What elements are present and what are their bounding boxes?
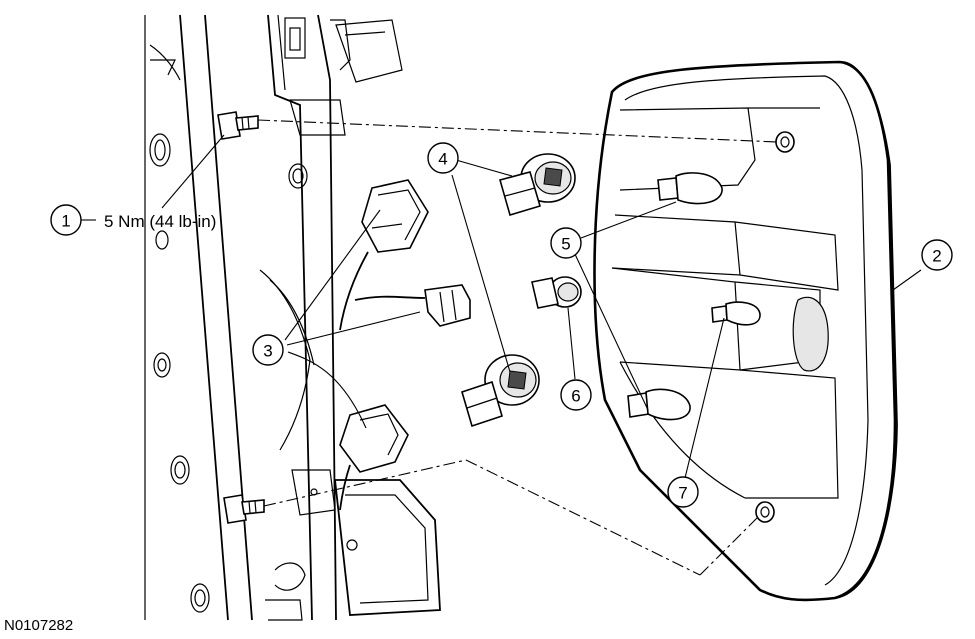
alignment-line-lower-b <box>465 459 701 576</box>
callout-1-torque: 5 Nm (44 lb-in) <box>104 212 216 231</box>
callout-3-number: 3 <box>263 342 272 361</box>
harness-connector-middle <box>354 284 471 327</box>
alignment-line-lower-c <box>699 514 761 576</box>
upper-screw <box>217 111 259 140</box>
callout-4: 4 <box>427 142 459 174</box>
callout-5: 5 <box>550 227 582 259</box>
callout-6: 6 <box>560 379 592 411</box>
bulb-lower <box>627 388 691 421</box>
callout-1-number: 1 <box>61 212 70 231</box>
lower-screw <box>223 494 265 524</box>
callout-6-number: 6 <box>571 387 580 406</box>
tail-lamp-assembly <box>593 60 898 602</box>
callout-2: 2 <box>921 239 953 271</box>
alignment-line-upper <box>257 119 779 143</box>
figure-id: N0107282 <box>4 617 73 634</box>
bulb-upper <box>657 172 723 205</box>
harness-connector-lower <box>339 404 409 511</box>
callout-4-number: 4 <box>438 150 447 169</box>
callout-2-number: 2 <box>932 247 941 266</box>
callout-7: 7 <box>667 476 699 508</box>
body-panel <box>144 14 441 621</box>
callout-1: 1 <box>50 204 82 236</box>
callout-5-number: 5 <box>561 235 570 254</box>
bulb-socket-lower <box>461 354 540 428</box>
leader-lines <box>81 134 922 479</box>
alignment-line-lower-a <box>263 459 467 507</box>
callout-3: 3 <box>252 334 284 366</box>
small-bulb-socket <box>531 276 582 309</box>
bulb-small <box>711 301 761 326</box>
bulb-socket-upper <box>499 153 576 216</box>
harness-connector-upper <box>339 179 429 331</box>
callout-7-number: 7 <box>678 484 687 503</box>
